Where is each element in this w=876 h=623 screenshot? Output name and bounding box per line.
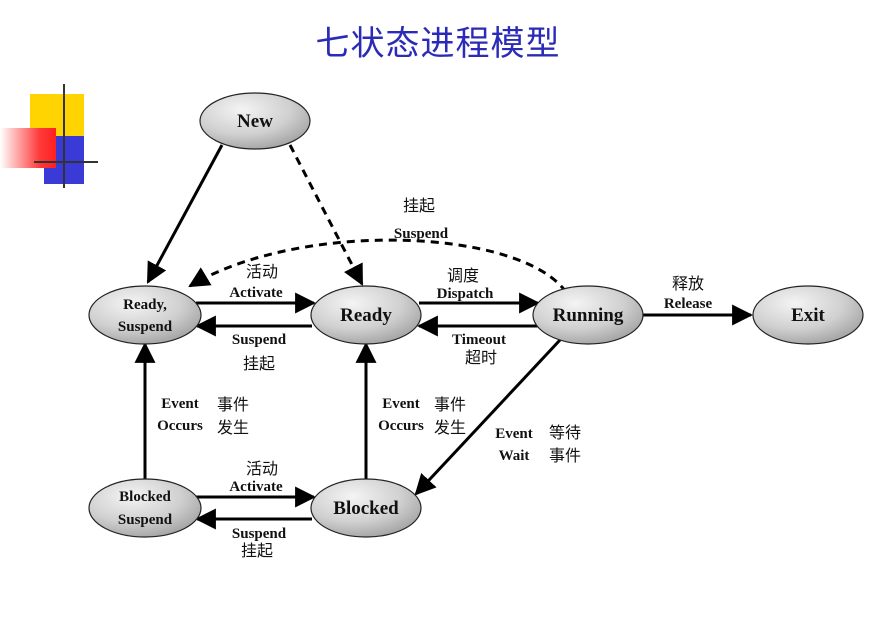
node-ready-suspend: Ready, Suspend [88,285,202,345]
label-dispatch-en: Dispatch [437,286,494,302]
label-event-mid-cn-2: 发生 [434,418,466,437]
node-ready-suspend-label-2: Suspend [118,319,173,335]
label-event-left-cn-2: 发生 [217,418,249,437]
label-activate-top-en: Activate [229,285,283,301]
label-dispatch-cn: 调度 [447,266,479,285]
label-event-mid-en-1: Event [382,396,420,412]
label-event-left-en-1: Event [161,396,199,412]
node-blocked-suspend-label-2: Suspend [118,512,173,528]
label-release-cn: 释放 [672,274,704,293]
node-blocked: Blocked [310,478,422,538]
label-wait-cn-2: 事件 [549,446,581,465]
label-wait-en-1: Event [495,426,533,442]
edge-running-to-blocked [414,338,562,496]
label-timeout-cn: 超时 [465,348,497,367]
node-ready-suspend-label-1: Ready, [123,297,167,313]
page-title: 七状态进程模型 [315,24,561,64]
label-wait-en-2: Wait [499,448,530,464]
node-ready: Ready [310,285,422,345]
label-release-en: Release [664,296,713,312]
label-wait-cn-1: 等待 [549,423,581,442]
edges [134,144,754,530]
label-suspend-mid-en: Suspend [232,332,287,348]
edge-new-to-ready-suspend [146,144,224,284]
label-activate-top-cn: 活动 [246,262,278,281]
label-suspend-mid-cn: 挂起 [243,354,275,373]
node-new-label: New [237,111,273,132]
label-event-mid-cn-1: 事件 [434,395,466,414]
node-running-label: Running [553,305,624,326]
label-suspend-top-cn: 挂起 [403,196,435,215]
decorative-squares [0,84,98,188]
node-blocked-label: Blocked [333,498,399,519]
node-exit: Exit [752,285,864,345]
node-running: Running [532,285,644,345]
label-suspend-bot-en: Suspend [232,526,287,542]
node-ready-label: Ready [340,305,392,326]
node-exit-label: Exit [791,305,825,326]
label-activate-bot-en: Activate [229,479,283,495]
label-suspend-bot-cn: 挂起 [241,541,273,560]
edge-running-to-ready-suspend [188,238,568,293]
label-event-left-cn-1: 事件 [217,395,249,414]
label-timeout-en: Timeout [452,332,506,348]
label-suspend-top-en: Suspend [394,226,449,242]
label-event-left-en-2: Occurs [157,418,203,434]
label-activate-bot-cn: 活动 [246,459,278,478]
edge-new-to-ready [288,144,364,286]
node-blocked-suspend: Blocked Suspend [88,478,202,538]
label-event-mid-en-2: Occurs [378,418,424,434]
node-new: New [199,92,311,150]
node-blocked-suspend-label-1: Blocked [119,489,171,505]
